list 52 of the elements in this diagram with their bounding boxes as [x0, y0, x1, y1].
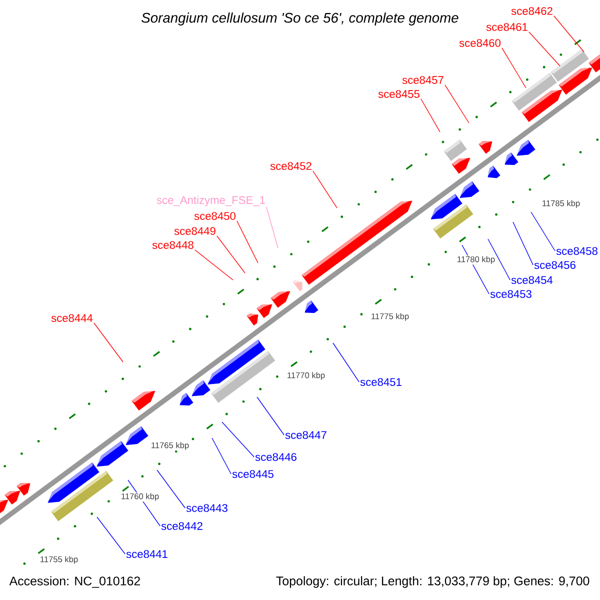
- genome-info-text: Topology: circular; Length: 13,033,779 bp; Genes: 9,700: [276, 576, 590, 588]
- leader-line: [194, 250, 234, 280]
- gene-label: sce8447: [285, 431, 326, 439]
- gene-label: sce8451: [360, 378, 402, 386]
- scale-label: 11755 kbp: [39, 555, 79, 565]
- scale-label: 11775 kbp: [370, 312, 410, 322]
- scale-label: 11780 kbp: [456, 255, 496, 265]
- gene-label: sce8456: [534, 261, 576, 269]
- leader-line: [94, 322, 124, 362]
- gene-label: sce8441: [126, 550, 168, 558]
- scale-label: 11765 kbp: [150, 441, 190, 451]
- gene-label: sce8449: [174, 227, 216, 235]
- gene-label: sce8460: [459, 39, 501, 47]
- leader-line: [554, 16, 584, 52]
- scale-label: 11760 kbp: [120, 492, 160, 502]
- leader-line: [156, 470, 186, 508]
- leader-line: [216, 236, 246, 274]
- gene-label: sce8452: [270, 162, 312, 170]
- leader-line: [488, 238, 510, 280]
- gene-label: sce8444: [51, 314, 93, 322]
- gene-label: sce8458: [556, 247, 598, 255]
- gene-label: sce_Antizyme_FSE_1: [156, 196, 265, 206]
- gene-label: sce8448: [152, 241, 194, 249]
- leader-line: [256, 396, 284, 436]
- scale-label: 11785 kbp: [541, 199, 581, 209]
- leader-line: [332, 342, 360, 382]
- gene-label: sce8455: [378, 90, 420, 98]
- title: Sorangium cellulosum 'So ce 56', complete genome: [142, 12, 458, 26]
- leader-line: [266, 206, 278, 248]
- leader-line: [502, 48, 526, 88]
- leader-line: [420, 98, 440, 132]
- gene-label: sce8443: [186, 504, 228, 512]
- accession-text: Accession: NC_010162: [9, 576, 140, 588]
- leader-line: [444, 84, 470, 124]
- leader-line: [236, 220, 258, 264]
- leader-line: [96, 516, 126, 554]
- leader-line: [312, 170, 338, 208]
- leader-line: [512, 222, 534, 266]
- gene-label: sce8457: [402, 76, 444, 84]
- gene-label: sce8462: [511, 7, 552, 15]
- gene-label: sce8445: [232, 470, 274, 478]
- leader-line: [530, 212, 556, 252]
- gene-label: sce8450: [194, 212, 236, 220]
- gene-label: sce8446: [255, 453, 296, 461]
- gene-label: sce8461: [486, 23, 528, 31]
- gene-label: sce8453: [490, 290, 532, 298]
- scale-label: 11770 kbp: [286, 371, 326, 381]
- leader-line: [222, 422, 254, 458]
- gene-label: sce8442: [161, 522, 202, 530]
- leader-line: [528, 32, 560, 66]
- gene-label: sce8454: [511, 276, 553, 284]
- leader-line: [212, 438, 232, 474]
